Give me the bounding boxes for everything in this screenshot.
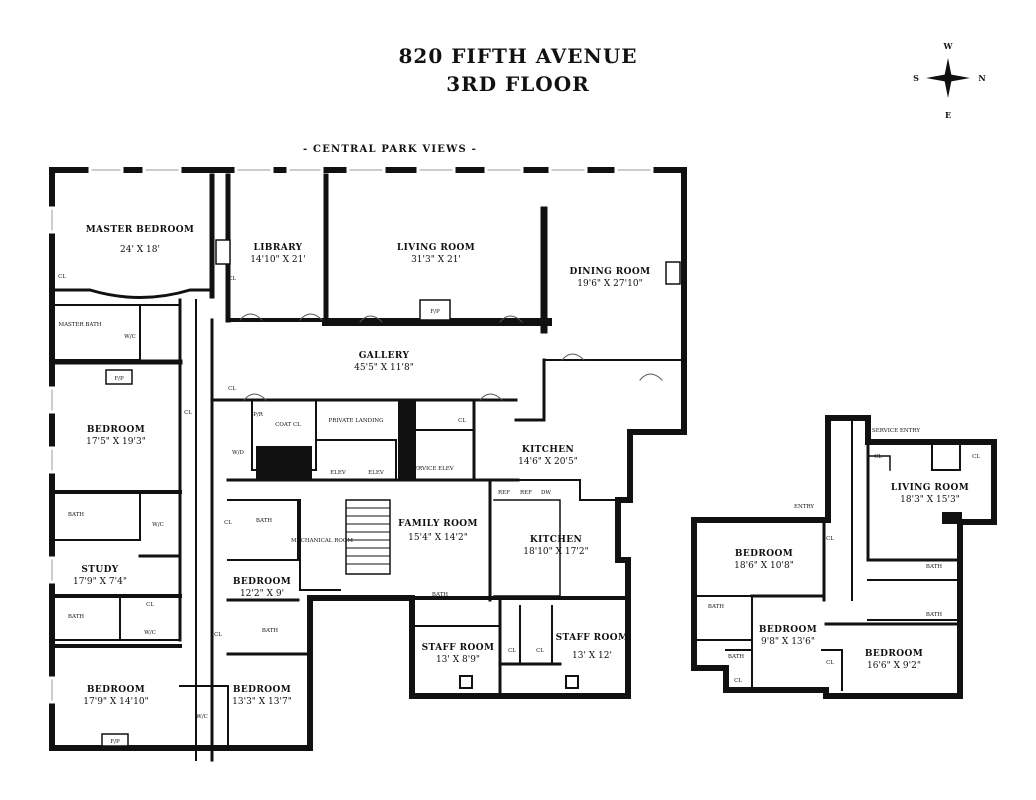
label-cl-4: CL (184, 410, 192, 416)
room-dims-kitchen-1: 14'6" X 20'5" (518, 457, 578, 467)
label-bath-8: BATH (926, 612, 942, 618)
label-bath-3: BATH (68, 614, 84, 620)
label-cl-10: CL (536, 648, 544, 654)
label-cl-6: CL (224, 520, 232, 526)
room-name-dining-room: DINING ROOM (569, 267, 650, 277)
room-dims-bedroom-4: 13'3" X 13'7" (232, 697, 292, 707)
label-wic-2: W/C (152, 522, 164, 528)
label-bath-2: BATH (256, 518, 272, 524)
label-private-landing: PRIVATE LANDING (329, 418, 384, 424)
room-name-kitchen-1: KITCHEN (522, 445, 574, 455)
room-dims-study: 17'9" X 7'4" (73, 577, 127, 587)
label-coat-closet: COAT CL (275, 422, 301, 428)
label-cl-12: CL (826, 660, 834, 666)
compass-rose-icon: W E S N (913, 41, 986, 120)
room-dims-dining-room: 19'6" X 27'10" (577, 279, 642, 289)
label-bath-5: BATH (708, 604, 724, 610)
room-dims-bedroom-2: 12'2" X 9' (240, 589, 284, 599)
room-name-bedroom-3: BEDROOM (87, 685, 145, 695)
label-bath-1: BATH (68, 512, 84, 518)
label-entry: ENTRY (794, 504, 814, 510)
room-dims-bedroom-1: 17'5" X 19'3" (86, 437, 146, 447)
label-service-elevator: SERVICE ELEV (410, 466, 455, 472)
label-cl-14: CL (972, 454, 980, 460)
room-dims-bedroom-3: 17'9" X 14'10" (83, 697, 148, 707)
room-name-staff-room-1: STAFF ROOM (422, 643, 495, 653)
plan-title-floor: 3RD FLOOR (446, 72, 590, 96)
room-dims-gallery: 45'5" X 11'8" (354, 363, 414, 373)
label-mechanical-room: MECHANICAL ROOM (291, 538, 353, 544)
compass-north-label: N (978, 73, 985, 83)
label-dishwasher: DW (541, 490, 551, 496)
label-fridge-1: REF (498, 490, 510, 496)
label-bath-9: BATH (432, 592, 448, 598)
room-dims-kitchen-2: 18'10" X 17'2" (523, 547, 588, 557)
label-fireplace-1: F/P (430, 309, 440, 315)
room-dims-bedroom-5: 18'6" X 10'8" (734, 561, 794, 571)
room-name-bedroom-5: BEDROOM (735, 549, 793, 559)
right-wing-walls (691, 415, 997, 699)
room-name-study: STUDY (81, 565, 118, 575)
room-name-bedroom-6: BEDROOM (759, 625, 817, 635)
room-dims-bedroom-7: 16'6" X 9'2" (867, 661, 921, 671)
label-wic-4: W/C (196, 714, 208, 720)
label-cl-1: CL (58, 274, 66, 280)
room-dims-family-room: 15'4" X 14'2" (408, 533, 468, 543)
compass-south-label: S (913, 73, 919, 83)
label-fireplace-3: F/P (110, 739, 120, 745)
label-wic-3: W/C (144, 630, 156, 636)
room-dims-staff-room-1: 13' X 8'9" (436, 655, 480, 665)
label-service-entry: SERVICE ENTRY (872, 428, 920, 434)
label-washer-dryer: W/D (232, 450, 245, 456)
compass-east-label: E (945, 110, 951, 120)
room-dims-living-room: 31'3" X 21' (411, 255, 461, 265)
room-name-family-room: FAMILY ROOM (398, 519, 478, 529)
label-cl-11: CL (826, 536, 834, 542)
room-name-living-room: LIVING ROOM (397, 243, 475, 253)
main-apartment-walls (48, 166, 687, 762)
central-park-views-caption: - CENTRAL PARK VIEWS - (303, 144, 477, 155)
label-bath-7: BATH (926, 564, 942, 570)
room-name-bedroom-7: BEDROOM (865, 649, 923, 659)
label-cl-2: CL (228, 276, 236, 282)
label-bath-6: BATH (728, 654, 744, 660)
label-elevator-1: ELEV (330, 470, 347, 476)
room-name-bedroom-4: BEDROOM (233, 685, 291, 695)
room-labels: MASTER BEDROOM 24' X 18' LIBRARY 14'10" … (73, 225, 969, 707)
room-name-gallery: GALLERY (359, 351, 410, 361)
label-cl-15: CL (734, 678, 742, 684)
label-elevator-2: ELEV (368, 470, 385, 476)
room-name-staff-room-2: STAFF ROOM (556, 633, 629, 643)
room-name-living-room-2: LIVING ROOM (891, 483, 969, 493)
label-cl-5: CL (458, 418, 466, 424)
room-name-library: LIBRARY (253, 243, 302, 253)
label-master-bath: MASTER BATH (58, 322, 101, 328)
room-dims-bedroom-6: 9'8" X 13'6" (761, 637, 815, 647)
label-powder-room: P/R (253, 412, 264, 418)
label-cl-9: CL (508, 648, 516, 654)
plan-title-address: 820 FIFTH AVENUE (398, 44, 638, 68)
room-dims-living-room-2: 18'3" X 15'3" (900, 495, 960, 505)
label-cl-8: CL (214, 632, 222, 638)
room-dims-library: 14'10" X 21' (250, 255, 306, 265)
label-fireplace-2: F/P (114, 376, 124, 382)
label-bath-4: BATH (262, 628, 278, 634)
fixture-labels: MASTER BATH COAT CL PRIVATE LANDING MECH… (58, 274, 980, 745)
room-dims-master-bedroom: 24' X 18' (120, 245, 160, 255)
room-name-bedroom-2: BEDROOM (233, 577, 291, 587)
room-dims-staff-room-2: 13' X 12' (572, 651, 612, 661)
label-fridge-2: REF (520, 490, 532, 496)
room-name-kitchen-2: KITCHEN (530, 535, 582, 545)
label-cl-3: CL (228, 386, 236, 392)
room-name-master-bedroom: MASTER BEDROOM (86, 225, 195, 235)
label-wic-1: W/C (124, 334, 136, 340)
room-name-bedroom-1: BEDROOM (87, 425, 145, 435)
label-cl-7: CL (146, 602, 154, 608)
label-cl-13: CL (874, 454, 882, 460)
compass-west-label: W (943, 41, 954, 51)
